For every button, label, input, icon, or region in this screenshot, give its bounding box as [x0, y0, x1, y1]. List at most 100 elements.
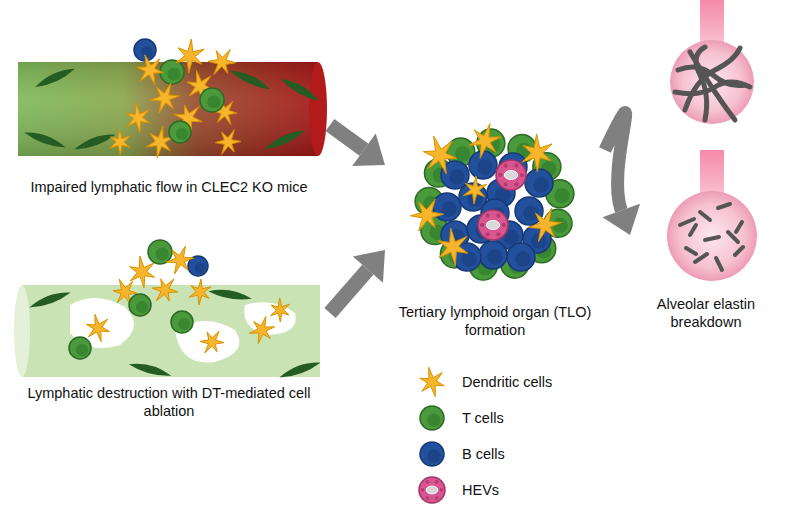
arrow-shaft [330, 270, 368, 313]
hev-cell [502, 223, 506, 227]
hev-cell [514, 182, 518, 186]
hev-cell [496, 232, 500, 236]
caption: Alveolar elastin breakdown [630, 295, 782, 331]
t-cell-nucleus [176, 128, 188, 140]
hev-cell [504, 164, 508, 168]
b-cell [525, 169, 553, 197]
hev [419, 477, 445, 503]
t-cell-nucleus [455, 146, 470, 161]
dendritic-cell [150, 83, 179, 113]
legend-label: Dendritic cells [462, 374, 552, 390]
legend-item: HEVs [412, 473, 499, 507]
vessel-shade [18, 62, 318, 156]
legend-swatch [412, 474, 452, 506]
lesion [244, 302, 295, 335]
hev-cell [496, 214, 500, 218]
t-cell [148, 240, 172, 264]
legend-item: Dendritic cells [412, 365, 552, 399]
dendritic-cell [423, 136, 456, 174]
dendritic-cell [152, 279, 178, 301]
endothelial-cell [33, 65, 76, 91]
b-cell-nucleus [141, 46, 153, 58]
t-cell [420, 406, 444, 430]
b-cell-nucleus [487, 249, 502, 264]
dendritic-cell [215, 130, 241, 155]
vessel-end [14, 285, 30, 377]
dendritic-cell [176, 39, 204, 73]
endothelial-cell [73, 130, 117, 153]
curved-arrow-shaft [605, 112, 626, 210]
arrow-shaft [330, 125, 364, 150]
t-cell-nucleus [207, 95, 220, 108]
flow-arrow [330, 250, 385, 313]
hev-cell [504, 182, 508, 186]
flow-arrow [602, 112, 640, 235]
hev-cell [514, 164, 518, 168]
b-cell [479, 241, 507, 269]
illustration-panel: Lymphatic destruction with DT-mediated c… [8, 238, 330, 433]
flow-arrow [330, 125, 385, 166]
t-cell-nucleus [155, 247, 168, 260]
alveolus-damaged [667, 191, 757, 281]
legend-swatch [412, 438, 452, 470]
hev-lumen [426, 486, 438, 494]
dendritic-cell [469, 124, 501, 159]
legend-item: B cells [412, 437, 505, 471]
caption: Tertiary lymphoid organ (TLO) formation [385, 303, 605, 339]
b-cell-nucleus [477, 159, 492, 174]
caption: Impaired lymphatic flow in CLEC2 KO mice [8, 178, 330, 196]
dendritic-cell [438, 228, 468, 266]
t-cell [160, 60, 184, 84]
b-cell [433, 193, 461, 221]
b-cell-nucleus [515, 251, 530, 266]
dendritic-cell [200, 331, 224, 353]
t-cell-nucleus [76, 344, 88, 356]
endothelial-cell [208, 287, 253, 303]
endothelial-cell [23, 128, 67, 151]
b-cell-nucleus [449, 169, 464, 184]
legend-label: HEVs [462, 482, 499, 498]
legend-label: T cells [462, 410, 504, 426]
dendritic-cell [130, 256, 155, 288]
t-cell [129, 294, 151, 316]
legend-item: T cells [412, 401, 504, 435]
damaged-vessel [22, 285, 320, 377]
b-cell [469, 151, 497, 179]
b-cell-nucleus [533, 177, 548, 192]
caption: Lymphatic destruction with DT-mediated c… [19, 384, 319, 420]
hev-cell [486, 232, 490, 236]
lymphatic-vessel [18, 62, 318, 156]
dendritic-cell [166, 246, 193, 274]
b-cell [420, 442, 444, 466]
t-cell-nucleus [136, 301, 148, 313]
dendritic-cell [189, 279, 211, 305]
legend-swatch [412, 402, 452, 434]
endothelial-cell [278, 358, 322, 381]
hev-cell [486, 214, 490, 218]
t-cell [169, 121, 191, 143]
dendritic-cell [410, 199, 443, 231]
hev-lumen [486, 221, 500, 230]
t-cell-nucleus [178, 318, 190, 330]
vessel-end [309, 62, 327, 156]
elastin-fibres [675, 47, 750, 120]
endothelial-cell [229, 67, 272, 93]
endothelial-cell [28, 288, 72, 311]
t-cell-nucleus [427, 413, 440, 426]
hev-cell [480, 223, 484, 227]
illustration-panel: Tertiary lymphoid organ (TLO) formation [385, 110, 605, 350]
t-cell [69, 337, 91, 359]
hev-cell [426, 480, 430, 484]
dendritic-cell [87, 314, 110, 341]
broken-elastin [680, 204, 743, 270]
hev-cell [435, 496, 439, 500]
hev-lumen [504, 171, 518, 180]
dendritic-cell [126, 103, 149, 133]
legend-label: B cells [462, 446, 505, 462]
dendritic-cell [137, 55, 164, 85]
dendritic-cell [208, 49, 236, 74]
dendritic-cell [271, 298, 290, 322]
hev-cell [426, 496, 430, 500]
alveolus-intact [670, 40, 754, 124]
